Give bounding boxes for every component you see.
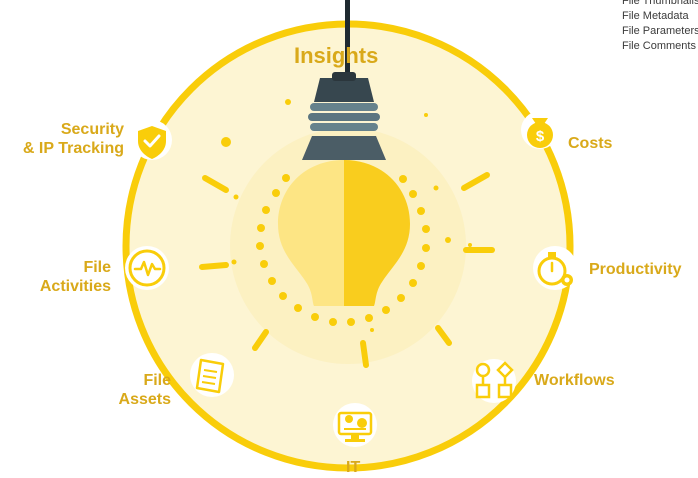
file-assets-label: File Assets [118, 372, 171, 408]
document-icon [190, 353, 234, 397]
sparkle-dots [221, 99, 472, 332]
file-items-list: File Thumbnails File Metadata File Param… [622, 0, 698, 54]
stopwatch-gear-icon [533, 246, 577, 290]
shield-check-icon [132, 120, 172, 160]
activity-pulse-icon [125, 246, 169, 290]
costs-label: Costs [568, 135, 613, 152]
light-bulb [278, 72, 410, 306]
productivity-label: Productivity [589, 261, 682, 278]
security-label: Security & IP Tracking [22, 121, 124, 157]
diagram-title: Insights [294, 43, 379, 68]
file-item: File Comments [622, 40, 696, 52]
monitor-gear-icon [333, 403, 377, 447]
file-item: File Metadata [622, 10, 689, 22]
file-activities-label: File Activities [39, 259, 111, 295]
dotted-halo [256, 174, 430, 326]
it-label: IT [346, 459, 361, 476]
money-bag-icon: $ [521, 111, 559, 149]
light-rays [199, 172, 495, 368]
svg-text:$: $ [536, 128, 545, 145]
file-item: File Parameters [622, 25, 698, 37]
workflows-label: Workflows [534, 372, 615, 389]
lamp-cord [345, 0, 350, 80]
file-item: File Thumbnails [622, 0, 698, 7]
flowchart-icon [472, 359, 516, 403]
